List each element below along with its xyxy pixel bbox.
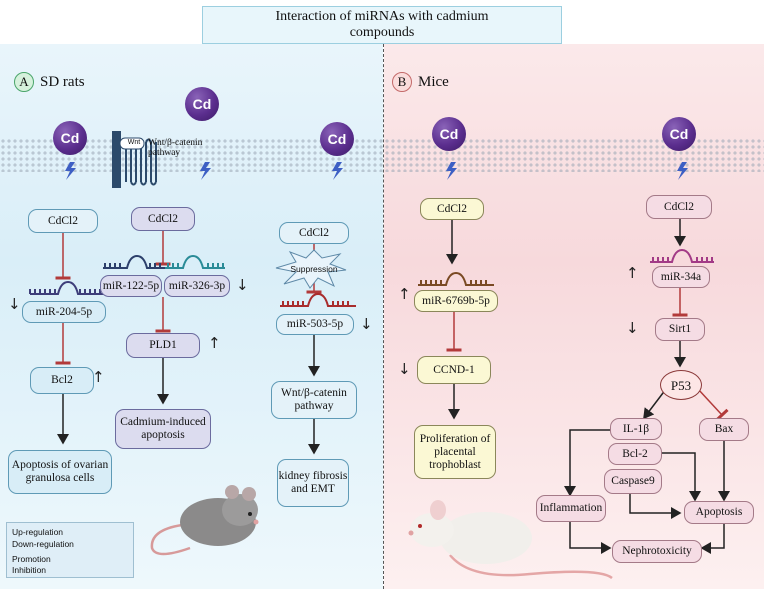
legend-up-label: Up-regulation (12, 527, 64, 537)
p53-node: P53 (660, 370, 702, 400)
nephrotoxicity-node: Nephrotoxicity (612, 540, 702, 563)
lightning-icon (332, 162, 343, 180)
panel-a-title: SD rats (40, 73, 85, 90)
panel-b-letter: B (392, 72, 412, 92)
mouse-illustration (408, 500, 613, 580)
legend-promotion-label: Promotion (12, 554, 51, 564)
suppression-star-icon (275, 249, 347, 289)
cadmium-icon: Cd (320, 122, 354, 156)
promotion-arrow (629, 494, 682, 519)
down-regulation-icon: ↓ (626, 319, 639, 337)
cadmium-icon: Cd (53, 121, 87, 155)
lightning-icon (65, 162, 76, 180)
promotion-arrow (700, 524, 725, 554)
sirt1-node: Sirt1 (655, 318, 705, 341)
apoptosis-node: Apoptosis (684, 501, 754, 524)
cdcl2-node: CdCl2 (420, 198, 484, 220)
legend-down-label: Down-regulation (12, 539, 74, 549)
cadmium-icon: Cd (662, 117, 696, 151)
mirna-node: miR-204-5p (22, 301, 106, 323)
panel-a-letter: A (14, 72, 34, 92)
cdcl2-node: CdCl2 (279, 222, 349, 244)
mirna-node: miR-6769b-5p (414, 290, 498, 312)
figure-title-text: Interaction of miRNAs with cadmium compo… (275, 9, 489, 40)
up-regulation-icon: ↑ (208, 334, 221, 352)
mirna-hairpin-icon (103, 254, 165, 269)
promotion-arrow (569, 522, 612, 554)
mirna-hairpin-icon (418, 271, 494, 286)
rat-illustration (150, 485, 259, 556)
inhibition-arrow (697, 388, 729, 422)
up-regulation-icon: ↑ (626, 264, 639, 282)
bcl2-node: Bcl-2 (608, 443, 662, 465)
mirna-node: miR-34a (652, 266, 710, 288)
down-regulation-icon: ↓ (360, 315, 373, 333)
up-regulation-icon: ↑ (398, 285, 411, 303)
down-regulation-icon: ↓ (398, 360, 411, 378)
up-regulation-icon: ↑ (92, 368, 105, 386)
lightning-icons (65, 162, 688, 180)
wnt-receptor-label: Wnt/β-catenin pathway (148, 138, 203, 158)
mirna-hairpin-icon (280, 292, 356, 307)
mirna-hairpin-icon (650, 248, 714, 263)
inflammation-node: Inflammation (536, 495, 606, 522)
wnt-tag-box (119, 137, 145, 150)
lightning-icon (677, 162, 688, 180)
gene-node: Bcl2 (30, 367, 94, 394)
cadmium-icon: Cd (185, 87, 219, 121)
down-regulation-icon: ↓ (236, 276, 249, 294)
suppression-label: Suppression (290, 264, 338, 274)
panel-b-title: Mice (418, 73, 449, 90)
promotion-arrow (564, 429, 610, 497)
cadmium-icon: Cd (432, 117, 466, 151)
wnt-tag: Wnt (127, 139, 141, 146)
outcome-node: Apoptosis of ovarian granulosa cells (8, 450, 112, 494)
cdcl2-node: CdCl2 (131, 207, 195, 231)
panel-divider (383, 44, 384, 589)
outcome-node: Cadmium-induced apoptosis (115, 409, 211, 449)
lightning-icon (200, 162, 211, 180)
outcome-node: kidney fibrosis and EMT (277, 459, 349, 507)
promotion-arrow (643, 388, 667, 420)
il1b-node: IL-1β (610, 418, 662, 440)
promotion-arrow (662, 452, 701, 502)
bax-node: Bax (699, 418, 749, 441)
panel-b-label: B Mice (392, 72, 449, 92)
mirna-node: miR-326-3p (164, 275, 230, 297)
outcome-node: Proliferation of placental trophoblast (414, 425, 496, 479)
cdcl2-node: CdCl2 (646, 195, 712, 219)
lightning-icon (446, 162, 457, 180)
legend: Up-regulation Down-regulation Promotion … (6, 522, 134, 578)
legend-inhibition-label: Inhibition (12, 565, 47, 575)
panel-a-label: A SD rats (14, 72, 85, 92)
cdcl2-node: CdCl2 (28, 209, 98, 233)
down-regulation-icon: ↓ (8, 295, 21, 313)
gene-node: PLD1 (126, 333, 200, 358)
mirna-hairpin-icon (165, 254, 225, 269)
mirna-node: miR-503-5p (276, 314, 354, 335)
caspase9-node: Caspase9 (604, 469, 662, 494)
gene-node: CCND-1 (417, 356, 491, 384)
mirna-node: miR-122-5p (100, 275, 162, 297)
pathway-node: Wnt/β-catenin pathway (271, 381, 357, 419)
figure-title: Interaction of miRNAs with cadmium compo… (202, 6, 562, 44)
mirna-hairpin-icon (29, 280, 106, 295)
